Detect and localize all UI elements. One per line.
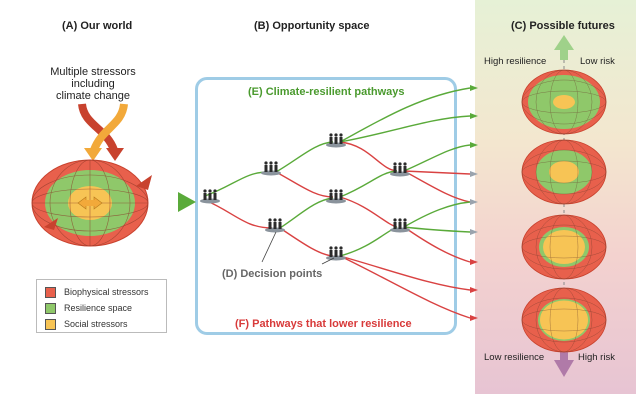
legend-label: Resilience space (64, 303, 133, 313)
people-node-icon (390, 218, 410, 233)
panel-a-title: (A) Our world (62, 20, 133, 32)
people-node-icon (261, 161, 281, 176)
panel-b-title: (B) Opportunity space (254, 20, 370, 32)
stressor-arrow-curve (90, 103, 128, 152)
future-globe-1 (521, 69, 607, 135)
panel-c-title: (C) Possible futures (511, 20, 615, 32)
people-node-icon (200, 189, 220, 204)
down-arrow-icon (554, 360, 574, 377)
stressor-description: Multiple stressors including climate cha… (28, 66, 158, 102)
high-resilience-label: High resilience (484, 56, 547, 67)
climate-resilient-pathways-label: (E) Climate-resilient pathways (248, 86, 405, 98)
our-world-globe (31, 159, 152, 247)
stressor-arrowhead (84, 148, 102, 161)
legend-swatch (45, 286, 56, 298)
decision-pointer-lines (261, 231, 335, 265)
legend-label: Social stressors (64, 319, 128, 329)
stressor-arrowhead (106, 148, 124, 161)
pathways (204, 87, 471, 319)
high-risk-label: High risk (578, 352, 615, 363)
legend-swatch (45, 318, 56, 330)
pathway-endpoints (470, 85, 478, 321)
low-risk-label: Low risk (580, 56, 615, 67)
low-resilience-label: Low resilience (484, 352, 545, 363)
legend-item: Resilience space (45, 301, 166, 315)
up-arrow-icon (554, 35, 574, 50)
stressor-line-3: climate change (56, 90, 130, 102)
stressor-arrow-curve (78, 103, 118, 152)
lower-resilience-pathways-label: (F) Pathways that lower resilience (235, 318, 412, 330)
legend-swatch (45, 302, 56, 314)
people-node-icon (326, 246, 346, 261)
legend-label: Biophysical stressors (64, 287, 149, 297)
side-arrow-icon (136, 175, 152, 190)
people-node-icon (326, 133, 346, 148)
decision-points-label: (D) Decision points (222, 268, 323, 280)
people-node-icon (326, 189, 346, 204)
stressor-line-1: Multiple stressors (50, 66, 136, 78)
legend-item: Social stressors (45, 317, 166, 331)
people-node-icon (265, 218, 285, 233)
stressor-line-2: including (71, 78, 115, 90)
legend-item: Biophysical stressors (45, 285, 166, 299)
future-globe-2 (521, 139, 607, 205)
opportunity-space-box (195, 77, 457, 335)
side-arrow-icon (44, 218, 58, 230)
decision-nodes (200, 133, 410, 261)
stressor-arrows (78, 103, 128, 161)
entry-arrow-icon (178, 192, 196, 212)
future-globe-3 (521, 214, 607, 280)
people-node-icon (390, 162, 410, 177)
legend: Biophysical stressors Resilience space S… (36, 279, 167, 333)
future-globe-4 (521, 287, 607, 353)
